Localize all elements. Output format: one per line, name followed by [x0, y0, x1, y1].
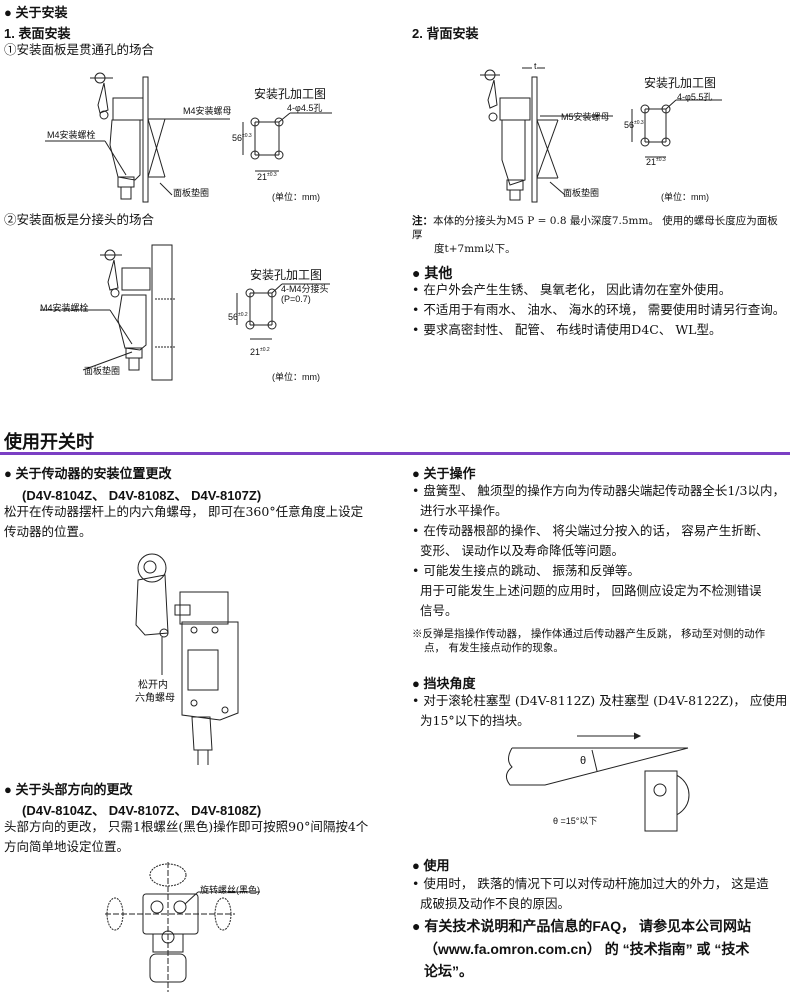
surface-mount-title: 1. 表面安装 — [4, 26, 71, 41]
dim-21-2: 21±0.2 — [250, 347, 270, 357]
head-text-2: 方向简单地设定位置。 — [4, 839, 130, 854]
operation-heading: ● 关于操作 — [412, 466, 476, 481]
faq-line-1: ● 有关技术说明和产品信息的FAQ， 请参见本公司网站 — [412, 918, 752, 934]
m5-nut-label: M5安装螺母 — [561, 112, 610, 122]
unit-label-2: (单位：mm) — [272, 372, 320, 382]
unit-label: (单位：mm) — [272, 192, 320, 202]
case2-text: ②安装面板是分接头的场合 — [4, 212, 155, 227]
hole-drawing-title-3: 安装孔加工图 — [644, 76, 717, 90]
head-models: (D4V-8104Z、 D4V-8107Z、 D4V-8108Z) — [22, 803, 262, 818]
faq-line-3: 论坛”。 — [424, 963, 473, 979]
tap-pitch: (P=0.7) — [281, 294, 311, 304]
section-title: 使用开关时 — [4, 432, 94, 452]
actuator-heading: ● 关于传动器的安装位置更改 — [4, 466, 172, 481]
hex-nut-callout-2: 六角螺母 — [135, 693, 175, 704]
actuator-text-1: 松开在传动器摆杆上的内六角螺母， 即可在360°任意角度上设定 — [4, 504, 364, 519]
actuator-models: (D4V-8104Z、 D4V-8108Z、 D4V-8107Z) — [22, 488, 262, 503]
operation-item-1: 盘簧型、 触须型的操作方向为传动器尖端起传动器全长1/3以内， — [412, 481, 785, 501]
back-mount-title: 2. 背面安装 — [412, 26, 479, 41]
hole-drawing-title-2: 安装孔加工图 — [250, 268, 323, 282]
m4-bolt-label-2: M4安装螺栓 — [40, 303, 89, 313]
thickness-t-label: t — [534, 61, 537, 71]
dim-56-3: 56±0.3 — [624, 120, 644, 130]
dim-21: 21±0.3 — [257, 172, 277, 182]
hole-spec: 4-φ4.5孔 — [287, 103, 323, 113]
actuator-text-2: 传动器的位置。 — [4, 524, 92, 539]
dog-angle-heading: ● 挡块角度 — [412, 676, 476, 691]
operation-item-3-cont: 用于可能发生上述问题的应用时， 回路侧应设定为不检测错误 — [420, 583, 762, 598]
hex-nut-callout-1: 松开内 — [138, 680, 168, 691]
tap-spec: 4-M4分接头 — [281, 284, 329, 294]
faq-line-2: （www.fa.omron.com.cn） 的 “技术指南” 或 “技术 — [424, 941, 750, 957]
head-text-1: 头部方向的更改， 只需1根螺丝(黑色)操作即可按照90°间隔按4个 — [4, 819, 369, 834]
back-mount-note: 注：本体的分接头为M5 P = 0.8 最小深度7.5mm。 使用的螺母长度应为… — [412, 215, 778, 255]
theta-caption: θ =15°以下 — [553, 816, 598, 826]
other-item: 要求高密封性、 配管、 布线时请使用D4C、 WL型。 — [412, 320, 721, 340]
dog-angle-text-2: 为15°以下的挡块。 — [420, 713, 530, 728]
gasket-label-3: 面板垫圈 — [563, 188, 600, 198]
usage-text-2: 成破损及动作不良的原因。 — [420, 896, 571, 911]
head-heading: ● 关于头部方向的更改 — [4, 782, 133, 797]
dim-56: 56±0.3 — [232, 133, 252, 143]
operation-item-3: 可能发生接点的跳动、 振荡和反弹等。 — [412, 561, 639, 581]
rebound-note-2: 点， 有发生接点动作的现象。 — [424, 642, 564, 654]
unit-label-3: (单位：mm) — [661, 192, 709, 202]
operation-item-2-cont: 变形、 误动作以及寿命降低等问题。 — [420, 543, 624, 558]
rotation-screw-callout: 旋转螺丝(黑色) — [200, 885, 260, 895]
dim-21-3: 21±0.3 — [646, 157, 666, 167]
hole-spec-3: 4-φ5.5孔 — [677, 92, 713, 102]
operation-item-3-cont2: 信号。 — [420, 603, 458, 618]
operation-item-2: 在传动器根部的操作、 将尖端过分按入的话， 容易产生折断、 — [412, 521, 768, 541]
m4-nut-label: M4安装螺母 — [183, 106, 232, 116]
install-heading: ● 关于安装 — [4, 5, 68, 20]
section-divider — [0, 452, 790, 455]
dim-56-2: 56±0.2 — [228, 312, 248, 322]
usage-text-1: 使用时， 跌落的情况下可以对传动杆施加过大的外力， 这是造 — [412, 874, 768, 894]
other-heading: ● 其他 — [412, 265, 453, 281]
hole-drawing-title: 安装孔加工图 — [254, 87, 327, 101]
other-item: 不适用于有雨水、 油水、 海水的环境， 需要使用时请另行查询。 — [412, 300, 785, 320]
theta-label: θ — [580, 755, 587, 767]
case1-text: ①安装面板是贯通孔的场合 — [4, 42, 155, 57]
other-item: 在户外会产生生锈、 臭氧老化， 因此请勿在室外使用。 — [412, 280, 731, 300]
usage-heading: ● 使用 — [412, 858, 450, 873]
gasket-label-2: 面板垫圈 — [84, 366, 121, 376]
operation-item-1-cont: 进行水平操作。 — [420, 503, 508, 518]
rebound-note-1: ※反弹是指操作传动器， 操作体通过后传动器产生反跳， 移动至对侧的动作 — [412, 628, 766, 640]
dog-angle-text-1: 对于滚轮柱塞型 (D4V-8112Z) 及柱塞型 (D4V-8122Z)， 应使… — [412, 691, 790, 711]
m4-bolt-label: M4安装螺栓 — [47, 130, 96, 140]
gasket-label: 面板垫圈 — [173, 188, 210, 198]
